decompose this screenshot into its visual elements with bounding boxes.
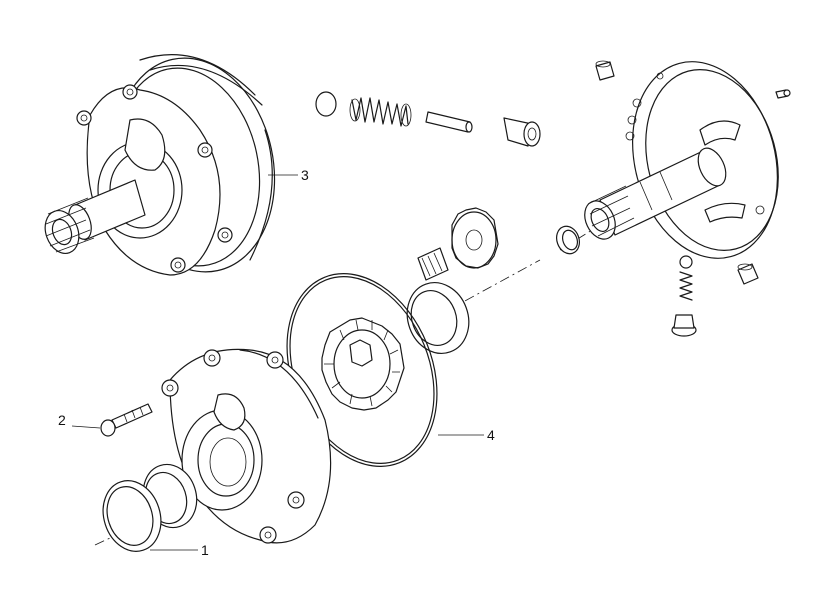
plug-disc xyxy=(315,91,337,117)
dowel-pin-right xyxy=(737,263,759,285)
relief-pin xyxy=(425,111,473,133)
pump-front-cover xyxy=(161,348,332,544)
rotor-shaft-right xyxy=(584,147,727,240)
shaft-spline-left xyxy=(44,197,95,254)
bushing-small-ring xyxy=(556,225,580,255)
drive-gear-small xyxy=(451,207,499,269)
check-ball xyxy=(679,255,693,269)
callout-label-2: 2 xyxy=(58,412,66,428)
shaft-spline-right xyxy=(584,185,635,240)
inner-rotor-gear xyxy=(321,317,405,411)
seal-ring-part-1 xyxy=(102,480,162,552)
callout-label-1: 1 xyxy=(201,542,209,558)
small-spring xyxy=(679,271,693,301)
needle-bearing xyxy=(417,247,449,281)
dowel-pin-top xyxy=(595,60,615,81)
plug-screw xyxy=(671,314,697,337)
small-screw-top-right xyxy=(775,89,791,99)
callout-label-3: 3 xyxy=(301,167,309,183)
outer-rotor-ring xyxy=(406,282,470,354)
coil-spring xyxy=(349,97,412,127)
piston-cap xyxy=(503,117,541,147)
bolt-part-2 xyxy=(100,403,153,437)
callout-label-4: 4 xyxy=(487,427,495,443)
pump-assembly-part-3 xyxy=(44,54,276,276)
leader-line-2 xyxy=(71,425,101,429)
